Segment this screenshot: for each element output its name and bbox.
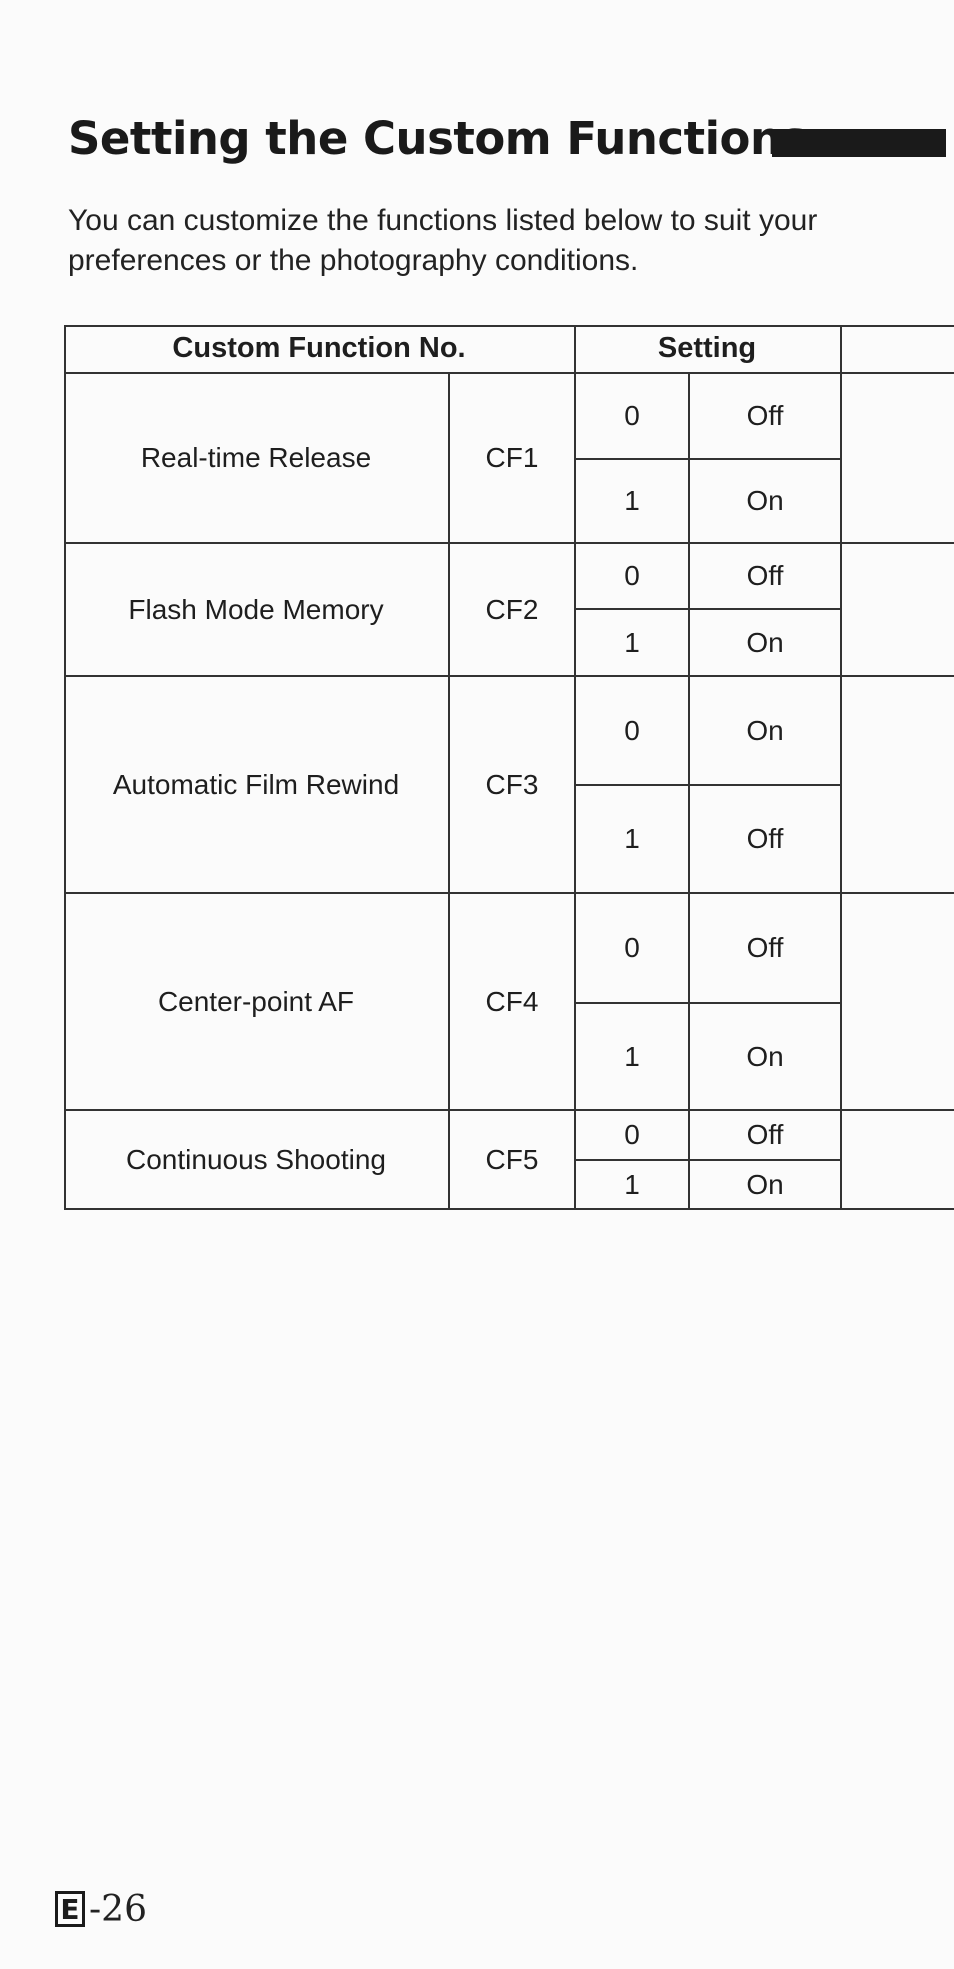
setting-value: 0 bbox=[624, 400, 640, 431]
table-border-left bbox=[64, 325, 66, 1210]
function-code: CF4 bbox=[485, 985, 539, 1017]
page-footer: E -26 bbox=[55, 1884, 147, 1934]
setting-label: On bbox=[746, 1040, 784, 1072]
setting-label: On bbox=[746, 714, 784, 746]
custom-functions-table: Custom Function No. Setting Real-time Re… bbox=[64, 325, 954, 1235]
row-divider bbox=[64, 675, 954, 677]
setting-label: On bbox=[746, 626, 784, 658]
table-border-top bbox=[64, 325, 954, 327]
setting-divider bbox=[574, 458, 840, 460]
setting-label: Off bbox=[746, 560, 784, 591]
intro-paragraph: You can customize the functions listed b… bbox=[68, 204, 818, 277]
section-letter-box: E bbox=[55, 1891, 85, 1927]
setting-divider bbox=[574, 784, 840, 786]
setting-label: Off bbox=[746, 932, 784, 963]
function-name: Continuous Shooting bbox=[126, 1143, 386, 1175]
function-code: CF1 bbox=[485, 442, 539, 473]
column-divider bbox=[840, 325, 842, 1210]
function-name: Center-point AF bbox=[157, 985, 355, 1017]
title-decor-bar bbox=[772, 129, 946, 157]
setting-value: 1 bbox=[624, 1168, 640, 1200]
function-code: CF3 bbox=[485, 768, 539, 800]
setting-divider bbox=[574, 1002, 840, 1004]
setting-label: Off bbox=[746, 823, 784, 854]
row-divider bbox=[64, 892, 954, 894]
setting-label: On bbox=[746, 1168, 784, 1200]
column-divider bbox=[574, 325, 576, 1210]
setting-label: Off bbox=[746, 400, 784, 431]
setting-divider bbox=[574, 608, 840, 610]
column-divider bbox=[448, 372, 450, 1210]
setting-value: 1 bbox=[624, 485, 640, 516]
table-border-bottom bbox=[64, 1208, 954, 1210]
row-divider bbox=[64, 1109, 954, 1111]
setting-label: On bbox=[746, 485, 784, 516]
setting-value: 1 bbox=[624, 626, 640, 658]
row-divider bbox=[64, 542, 954, 544]
setting-label: Off bbox=[746, 1119, 784, 1150]
column-divider bbox=[688, 372, 690, 1210]
function-code: CF2 bbox=[485, 593, 539, 625]
setting-value: 0 bbox=[624, 560, 640, 591]
setting-value: 0 bbox=[624, 932, 640, 963]
function-name: Flash Mode Memory bbox=[128, 593, 384, 625]
table-header-divider bbox=[64, 372, 954, 374]
header-setting: Setting bbox=[657, 332, 757, 364]
function-name: Real-time Release bbox=[140, 442, 372, 473]
page-title: Setting the Custom Functions bbox=[68, 112, 808, 165]
function-name: Automatic Film Rewind bbox=[112, 768, 400, 800]
function-code: CF5 bbox=[485, 1143, 539, 1175]
setting-value: 1 bbox=[624, 1040, 640, 1072]
header-custom-function-no: Custom Function No. bbox=[172, 332, 466, 364]
setting-value: 0 bbox=[624, 714, 640, 746]
setting-value: 1 bbox=[624, 823, 640, 854]
setting-value: 0 bbox=[624, 1119, 640, 1150]
setting-divider bbox=[574, 1159, 840, 1161]
title-block: Setting the Custom Functions bbox=[68, 112, 948, 172]
page-number: -26 bbox=[89, 1888, 147, 1930]
